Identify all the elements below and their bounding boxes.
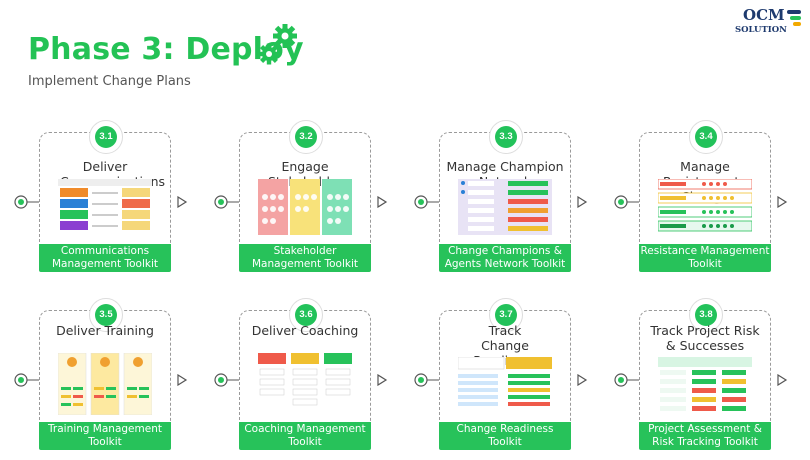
step-label: Deliver Training (56, 323, 154, 338)
connector-start-icon (414, 373, 428, 387)
step-badge: 3.6 (289, 298, 323, 332)
page-subtitle: Implement Change Plans (28, 74, 191, 89)
arrow-right-icon (177, 374, 188, 386)
arrow-right-icon (577, 374, 588, 386)
arrow-right-icon (377, 196, 388, 208)
risk-tracking-thumbnail (658, 357, 752, 411)
step-badge: 3.3 (489, 120, 523, 154)
connector-line (27, 379, 39, 381)
readiness-table-thumbnail (458, 357, 552, 406)
connector-start-icon (214, 373, 228, 387)
connector-line (227, 379, 239, 381)
gears-icon (258, 24, 297, 65)
connector-start-icon (14, 195, 28, 209)
arrow-right-icon (377, 374, 388, 386)
stakeholders-grid-thumbnail (258, 179, 352, 235)
resistance-levels-thumbnail (658, 179, 752, 232)
step-card[interactable]: 3.8 Track Project Risk & Successes Proje… (639, 298, 771, 450)
page-title: Phase 3: Deploy (28, 32, 304, 67)
arrow-right-icon (777, 196, 788, 208)
step-badge: 3.8 (689, 298, 723, 332)
toolkit-link[interactable]: Coaching Management Toolkit (239, 422, 371, 450)
connector-line (627, 201, 639, 203)
toolkit-link[interactable]: Training Management Toolkit (39, 422, 171, 450)
toolkit-link[interactable]: Project Assessment & Risk Tracking Toolk… (639, 422, 771, 450)
step-badge: 3.1 (89, 120, 123, 154)
step-badge: 3.4 (689, 120, 723, 154)
connector-line (27, 201, 39, 203)
toolkit-link[interactable]: Resistance Management Toolkit (639, 244, 771, 272)
toolkit-link[interactable]: Communications Management Toolkit (39, 244, 171, 272)
step-card[interactable]: 3.3 Manage Champion Network Change Champ… (439, 120, 571, 272)
toolkit-link[interactable]: Stakeholder Management Toolkit (239, 244, 371, 272)
connector-start-icon (14, 373, 28, 387)
training-cards-thumbnail (58, 353, 152, 415)
ocm-solution-logo: OCM SOLUTION (735, 6, 807, 40)
step-badge: 3.5 (89, 298, 123, 332)
step-card[interactable]: 3.1 Deliver Communications Communication… (39, 120, 171, 272)
arrow-right-icon (777, 374, 788, 386)
toolkit-link[interactable]: Change Readiness Toolkit (439, 422, 571, 450)
arrow-right-icon (177, 196, 188, 208)
arrow-right-icon (577, 196, 588, 208)
step-card[interactable]: 3.2 Engage Stakeholders Stakeholder Mana… (239, 120, 371, 272)
connector-line (427, 201, 439, 203)
step-card[interactable]: 3.7 Track Change Readiness Change Readin… (439, 298, 571, 450)
communications-table-thumbnail (58, 179, 152, 230)
toolkit-link[interactable]: Change Champions & Agents Network Toolki… (439, 244, 571, 272)
connector-start-icon (614, 373, 628, 387)
step-label: Track Project Risk & Successes (650, 323, 760, 353)
step-card[interactable]: 3.6 Deliver Coaching Coaching Management… (239, 298, 371, 450)
step-card[interactable]: 3.4 Manage Resistance to Change Resistan… (639, 120, 771, 272)
connector-line (227, 201, 239, 203)
step-label: Deliver Coaching (251, 323, 359, 338)
connector-start-icon (614, 195, 628, 209)
champion-network-thumbnail (458, 179, 552, 235)
step-badge: 3.2 (289, 120, 323, 154)
coaching-columns-thumbnail (258, 353, 352, 406)
step-badge: 3.7 (489, 298, 523, 332)
connector-start-icon (414, 195, 428, 209)
connector-start-icon (214, 195, 228, 209)
logo-bars-icon (787, 10, 801, 28)
step-card[interactable]: 3.5 Deliver Training Training Management… (39, 298, 171, 450)
connector-line (427, 379, 439, 381)
connector-line (627, 379, 639, 381)
